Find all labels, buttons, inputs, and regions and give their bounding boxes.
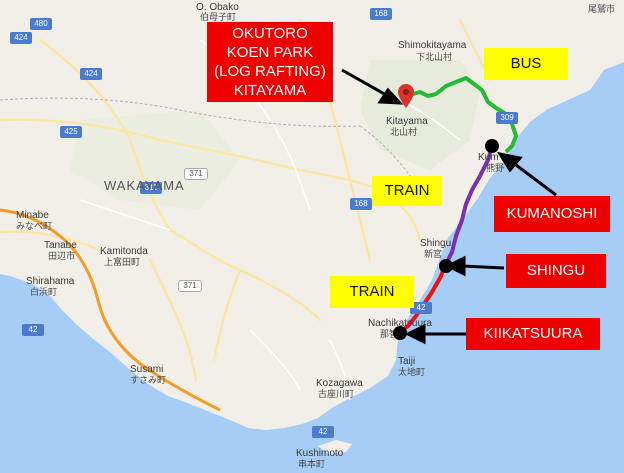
bus-callout: BUS [484, 48, 568, 80]
place-label: Shimokitayama [398, 40, 467, 51]
park-callout-line: KITAYAMA [233, 82, 307, 99]
place-label: 田辺市 [48, 251, 76, 261]
forest-area [360, 60, 480, 170]
place-label: 伯母子町 [200, 12, 237, 22]
route-shield: 371 [178, 280, 202, 292]
route-shield: 309 [496, 112, 518, 124]
place-label: Kozagawa [316, 378, 363, 389]
train-callout-upper: TRAIN [372, 176, 442, 206]
station-marker[interactable] [393, 326, 407, 340]
place-label: 那智 [380, 329, 399, 339]
train-callout-lower: TRAIN [330, 276, 414, 308]
place-label: 白浜町 [30, 287, 58, 297]
region-label: WAKAYAMA [104, 178, 185, 193]
map-pin-icon[interactable] [398, 84, 414, 108]
arrow-icon [444, 255, 505, 277]
arrow-icon [341, 68, 404, 105]
route-shield: 480 [30, 18, 52, 30]
place-label: すさみ町 [130, 375, 167, 385]
place-label: Kamitonda [100, 246, 148, 257]
place-label: Kitayama [386, 116, 428, 127]
place-label: みなべ町 [16, 221, 53, 231]
place-label: Tanabe [44, 240, 77, 251]
train-route-north [444, 145, 494, 265]
route-shield: 424 [10, 32, 32, 44]
park-callout-line: OKUTORO [232, 25, 308, 42]
route-shield: 42 [410, 302, 432, 314]
island [318, 440, 352, 454]
place-label: 下北山村 [416, 52, 453, 62]
place-label: 太地町 [398, 367, 426, 377]
route-shield: 424 [80, 68, 102, 80]
kumanoshi-callout: KUMANOSHI [494, 196, 610, 232]
place-label: 串本町 [298, 459, 326, 469]
bus-route [405, 76, 518, 154]
place-label: Minabe [16, 210, 49, 221]
route-shield: 42 [22, 324, 44, 336]
place-label: 熊野 [486, 163, 505, 173]
place-label: Shingu [420, 238, 452, 249]
route-shield: 425 [60, 126, 82, 138]
place-label: 古座川町 [318, 389, 355, 399]
highway-42 [0, 208, 221, 412]
place-label: Kum [478, 152, 499, 163]
arrow-icon [496, 151, 557, 197]
park-callout-line: KOEN PARK [226, 44, 314, 61]
route-shield: 168 [370, 8, 392, 20]
place-label: 尾鷲市 [588, 4, 616, 14]
place-label: Susami [130, 364, 164, 375]
place-label: O. Obako [196, 2, 239, 13]
place-label: Shirahama [26, 276, 75, 287]
place-label: 北山村 [390, 127, 418, 137]
place-label: Kushimoto [296, 448, 344, 459]
route-shield: 311 [140, 182, 162, 194]
place-label: 上富田町 [104, 257, 141, 267]
station-marker[interactable] [485, 139, 499, 153]
kiikatsuura-callout: KIIKATSUURA [466, 318, 600, 350]
forest-area [70, 110, 240, 210]
place-label: Nachikatsuura [368, 318, 432, 329]
shingu-callout: SHINGU [506, 254, 606, 288]
station-marker[interactable] [439, 259, 453, 273]
route-shield: 371 [184, 168, 208, 180]
arrow-icon [404, 323, 466, 345]
park-callout: OKUTORO KOEN PARK (LOG RAFTING) KITAYAMA [207, 22, 333, 102]
route-shield: 42 [312, 426, 334, 438]
route-shield: 168 [350, 198, 372, 210]
park-callout-line: (LOG RAFTING) [214, 63, 326, 80]
place-label: 新宮 [424, 249, 443, 259]
place-label: Taiji [398, 356, 416, 367]
